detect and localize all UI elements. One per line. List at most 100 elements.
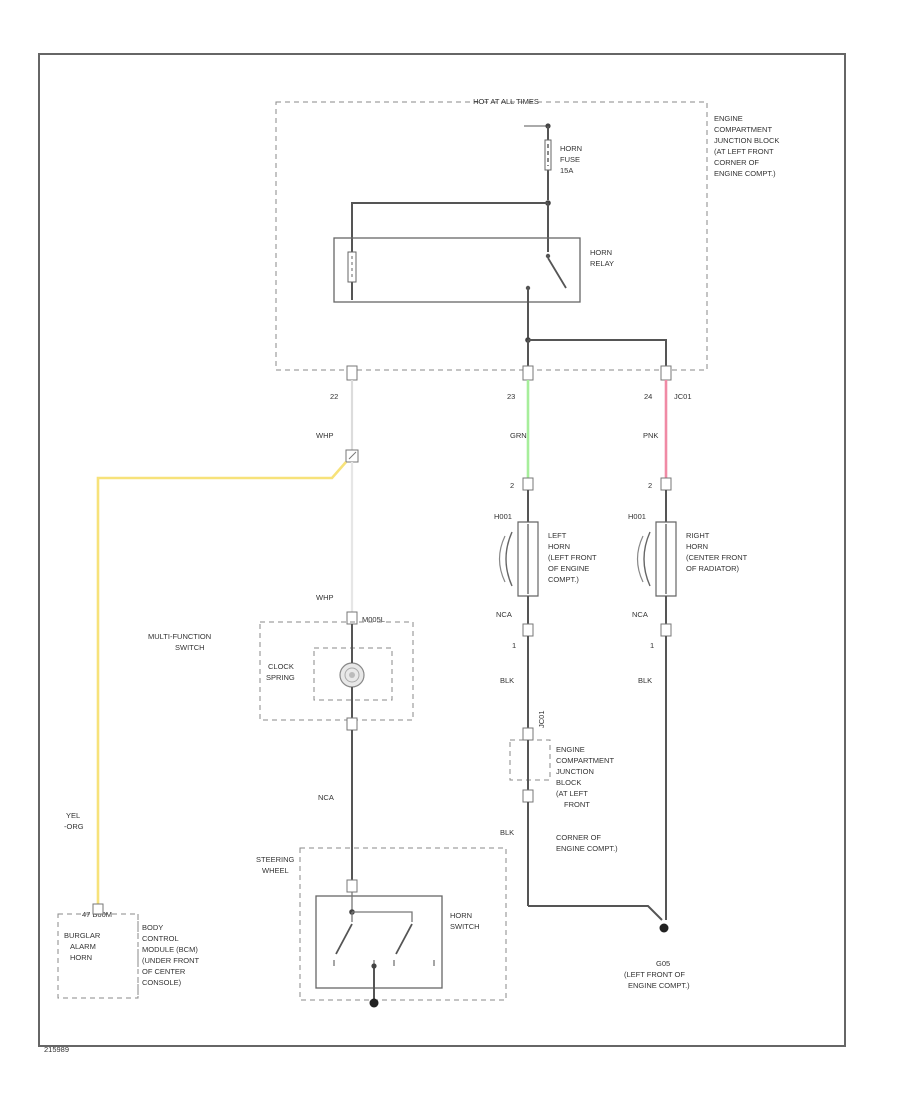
horn-fuse-label: HORN FUSE 15A <box>560 144 582 175</box>
svg-text:CLOCK: CLOCK <box>268 662 294 671</box>
hot-at-all-times-label: HOT AT ALL TIMES <box>473 97 539 106</box>
horn-switch-box <box>315 895 443 989</box>
diagram-code: 215989 <box>44 1045 69 1054</box>
horn-switch-label: HORN SWITCH <box>450 911 480 931</box>
clock-spring-label: CLOCK SPRING <box>266 662 295 682</box>
svg-text:SPRING: SPRING <box>266 673 295 682</box>
ground-bus-wire <box>528 905 663 921</box>
jc01-vertical-label: JC01 <box>537 710 546 728</box>
nca-label-1: NCA <box>318 793 334 802</box>
horn-relay-box <box>333 237 581 303</box>
svg-text:SWITCH: SWITCH <box>450 922 480 931</box>
svg-text:CONSOLE): CONSOLE) <box>142 978 182 987</box>
svg-text:HORN: HORN <box>560 144 582 153</box>
left-horn-icon <box>498 521 539 597</box>
whp-label-2: WHP <box>316 593 334 602</box>
svg-text:HORN: HORN <box>590 248 612 257</box>
ground-g05-icon <box>659 923 669 933</box>
steering-ground-icon <box>369 998 379 1008</box>
pnk-label: PNK <box>643 431 658 440</box>
svg-text:STEERING: STEERING <box>256 855 295 864</box>
steering-wheel-outline <box>299 847 507 1001</box>
svg-text:(UNDER FRONT: (UNDER FRONT <box>142 956 199 965</box>
connector-22-symbol <box>346 365 358 381</box>
connector-24-symbol <box>660 365 672 381</box>
connector-23-label: 23 <box>507 392 515 401</box>
right-horn-feed-wire <box>528 339 667 366</box>
yel-org-label: YEL -ORG <box>64 811 84 831</box>
bcm-left-label: BURGLAR ALARM HORN <box>64 931 101 962</box>
blk-label-2: BLK <box>500 828 514 837</box>
svg-text:RELAY: RELAY <box>590 259 614 268</box>
svg-text:(LEFT FRONT: (LEFT FRONT <box>548 553 597 562</box>
left-horn-pin-2: 2 <box>510 481 514 490</box>
svg-text:YEL: YEL <box>66 811 80 820</box>
svg-text:15A: 15A <box>560 166 573 175</box>
diagram-frame <box>38 53 846 1047</box>
nca-label-3: NCA <box>632 610 648 619</box>
ground-g05-label: G05 (LEFT FRONT OF ENGINE COMPT.) <box>624 959 690 990</box>
svg-text:(AT LEFT FRONT: (AT LEFT FRONT <box>714 147 774 156</box>
multi-function-switch-outline <box>259 621 414 721</box>
blk-label-1: BLK <box>500 676 514 685</box>
svg-text:COMPT.): COMPT.) <box>548 575 579 584</box>
second-junction-block-connector-out <box>522 789 534 803</box>
right-horn-label: RIGHT HORN (CENTER FRONT OF RADIATOR) <box>686 531 748 573</box>
grn-label: GRN <box>510 431 527 440</box>
svg-text:JUNCTION BLOCK: JUNCTION BLOCK <box>714 136 779 145</box>
svg-text:(LEFT FRONT OF: (LEFT FRONT OF <box>624 970 685 979</box>
svg-text:HORN: HORN <box>450 911 472 920</box>
svg-text:OF CENTER: OF CENTER <box>142 967 186 976</box>
svg-text:(CENTER FRONT: (CENTER FRONT <box>686 553 748 562</box>
svg-text:-ORG: -ORG <box>64 822 84 831</box>
connector-22-label: 22 <box>330 392 338 401</box>
svg-text:ALARM: ALARM <box>70 942 96 951</box>
svg-text:FUSE: FUSE <box>560 155 580 164</box>
multi-function-switch-connector-label: M005L <box>362 615 385 624</box>
multi-function-switch-out-connector <box>346 717 358 731</box>
svg-text:ENGINE: ENGINE <box>556 745 585 754</box>
svg-text:G05: G05 <box>656 959 670 968</box>
svg-text:RIGHT: RIGHT <box>686 531 710 540</box>
right-horn-connector-top <box>660 477 672 491</box>
junction-block-outline <box>275 101 708 371</box>
second-junction-block-outline <box>509 739 551 781</box>
bcm-pin-symbol <box>92 903 104 915</box>
whp-splice-symbol <box>345 449 359 463</box>
left-horn-connector-label: H001 <box>494 512 512 521</box>
svg-text:CORNER OF: CORNER OF <box>556 833 601 842</box>
svg-text:JC01: JC01 <box>537 710 546 728</box>
svg-text:HORN: HORN <box>548 542 570 551</box>
steering-wheel-label: STEERING WHEEL <box>256 855 295 875</box>
svg-text:OF ENGINE: OF ENGINE <box>548 564 589 573</box>
bcm-right-label: BODY CONTROL MODULE (BCM) (UNDER FRONT O… <box>142 923 199 987</box>
svg-text:BURGLAR: BURGLAR <box>64 931 101 940</box>
whp-label-1: WHP <box>316 431 334 440</box>
right-horn-pin-2: 2 <box>648 481 652 490</box>
svg-text:FRONT: FRONT <box>564 800 590 809</box>
svg-text:OF RADIATOR): OF RADIATOR) <box>686 564 740 573</box>
coil-feed-wire <box>351 202 548 300</box>
horn-relay-label: HORN RELAY <box>590 248 614 268</box>
svg-text:ENGINE COMPT.): ENGINE COMPT.) <box>556 844 618 853</box>
right-horn-icon <box>636 521 677 597</box>
nca-label-2: NCA <box>496 610 512 619</box>
svg-text:SWITCH: SWITCH <box>175 643 205 652</box>
svg-text:HORN: HORN <box>686 542 708 551</box>
left-horn-connector-top <box>522 477 534 491</box>
svg-text:COMPARTMENT: COMPARTMENT <box>556 756 614 765</box>
connector-23-symbol <box>522 365 534 381</box>
multi-function-switch-label: MULTI-FUNCTION SWITCH <box>148 632 211 652</box>
svg-text:BODY: BODY <box>142 923 163 932</box>
svg-text:COMPARTMENT: COMPARTMENT <box>714 125 772 134</box>
second-junction-block-label: ENGINE COMPARTMENT JUNCTION BLOCK (AT LE… <box>556 745 618 853</box>
right-horn-connector-bottom <box>660 623 672 637</box>
svg-text:WHEEL: WHEEL <box>262 866 289 875</box>
connector-24-label: 24 <box>644 392 652 401</box>
svg-text:ENGINE: ENGINE <box>714 114 743 123</box>
svg-text:MODULE (BCM): MODULE (BCM) <box>142 945 198 954</box>
svg-text:BLOCK: BLOCK <box>556 778 581 787</box>
svg-text:ENGINE COMPT.): ENGINE COMPT.) <box>628 981 690 990</box>
svg-text:LEFT: LEFT <box>548 531 567 540</box>
